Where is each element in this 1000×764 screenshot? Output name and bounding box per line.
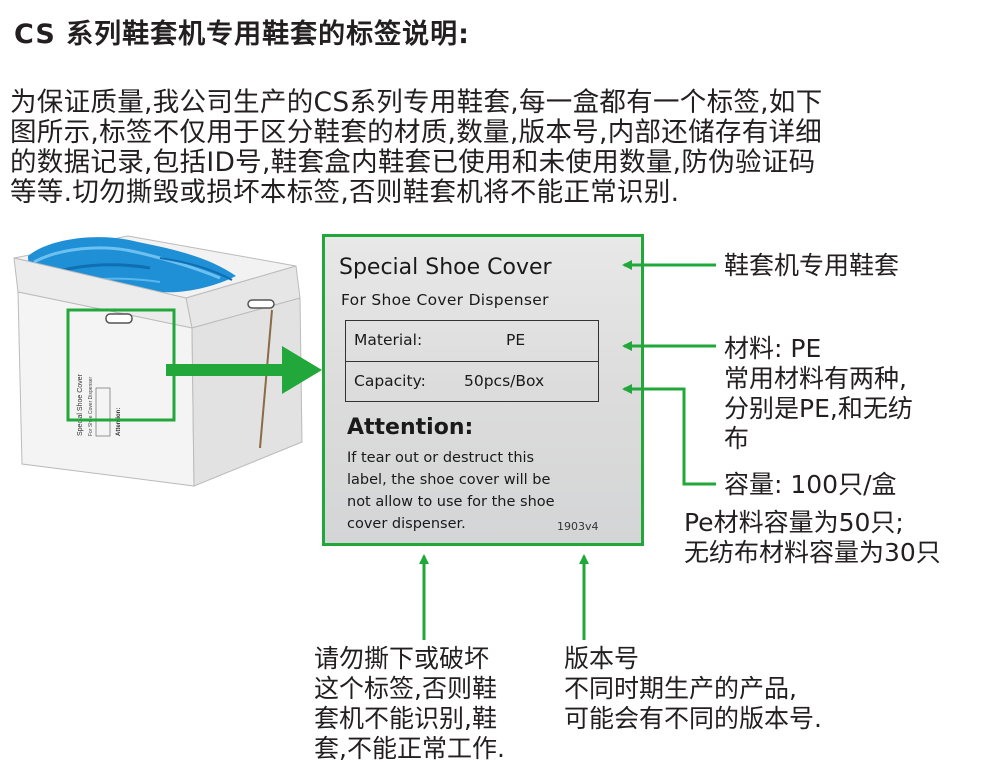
- callout-version-line: 不同时期生产的产品,: [564, 674, 797, 703]
- intro-line: 图所示,标签不仅用于区分鞋套的材质,数量,版本号,内部还储存有详细: [10, 117, 823, 148]
- spec-row-capacity: Capacity: 50pcs/Box: [346, 362, 598, 402]
- callout-capacity-note-line: Pe材料容量为50只;: [684, 508, 904, 537]
- callout-version-line: 可能会有不同的版本号.: [564, 704, 822, 733]
- capacity-key: Capacity:: [354, 372, 426, 390]
- callout-material: 材料: PE 常用材料有两种, 分别是PE,和无纺 布: [724, 334, 913, 454]
- callout-warning: 请勿撕下或破坏 这个标签,否则鞋 套机不能识别,鞋 套,不能正常工作.: [314, 644, 505, 764]
- mini-label-attention: Attention:: [116, 408, 122, 436]
- callout-version: 版本号 不同时期生产的产品, 可能会有不同的版本号.: [564, 644, 822, 734]
- intro-paragraph: 为保证质量,我公司生产的CS系列专用鞋套,每一盒都有一个标签,如下 图所示,标签…: [10, 88, 995, 208]
- spec-row-material: Material: PE: [346, 321, 598, 362]
- capacity-value: 50pcs/Box: [464, 372, 545, 390]
- intro-line: 的数据记录,包括ID号,鞋套盒内鞋套已使用和未使用数量,防伪验证码: [10, 147, 816, 178]
- callout-material-line: 布: [724, 424, 750, 453]
- page-title: CS 系列鞋套机专用鞋套的标签说明:: [14, 19, 470, 50]
- attention-text: If tear out or destruct this label, the …: [347, 447, 637, 535]
- intro-line: 为保证质量,我公司生产的CS系列专用鞋套,每一盒都有一个标签,如下: [10, 87, 823, 118]
- shoe-cover-box-image: Special Shoe Cover For Shoe Cover Dispen…: [13, 235, 303, 487]
- mini-label-title: Special Shoe Cover: [77, 373, 84, 436]
- callout-warning-line: 套机不能识别,鞋: [314, 704, 497, 733]
- big-arrow: [166, 346, 322, 394]
- attention-title: Attention:: [347, 415, 474, 440]
- callout-version-line: 版本号: [564, 644, 640, 673]
- mini-label-sub: For Shoe Cover Dispenser: [88, 376, 94, 436]
- callout-material-line: 材料: PE: [724, 334, 822, 363]
- callout-capacity-note: Pe材料容量为50只; 无纺布材料容量为30只: [684, 508, 941, 568]
- label-subtitle: For Shoe Cover Dispenser: [341, 291, 549, 309]
- shoe-cover-label: Special Shoe Cover For Shoe Cover Dispen…: [322, 234, 644, 546]
- callout-warning-line: 这个标签,否则鞋: [314, 674, 497, 703]
- callout-material-line: 常用材料有两种,: [724, 364, 907, 393]
- intro-line: 等等.切勿撕毁或损坏本标签,否则鞋套机将不能正常识别.: [10, 177, 680, 208]
- callout-capacity: 容量: 100只/盒: [724, 470, 897, 499]
- label-title: Special Shoe Cover: [339, 255, 552, 280]
- arrow-capacity: [622, 384, 716, 486]
- attention-line: label, the shoe cover will be: [347, 472, 551, 488]
- callout-warning-line: 套,不能正常工作.: [314, 734, 505, 763]
- callout-material-line: 分别是PE,和无纺: [724, 394, 913, 423]
- material-key: Material:: [354, 331, 423, 349]
- label-version: 1903v4: [557, 520, 599, 533]
- callout-product: 鞋套机专用鞋套: [724, 251, 900, 280]
- callout-capacity-note-line: 无纺布材料容量为30只: [684, 538, 941, 567]
- callout-warning-line: 请勿撕下或破坏: [314, 644, 490, 673]
- spec-table: Material: PE Capacity: 50pcs/Box: [345, 320, 599, 402]
- attention-line: not allow to use for the shoe: [347, 494, 555, 510]
- attention-line: If tear out or destruct this: [347, 450, 535, 466]
- attention-line: cover dispenser.: [347, 516, 466, 532]
- material-value: PE: [506, 331, 526, 349]
